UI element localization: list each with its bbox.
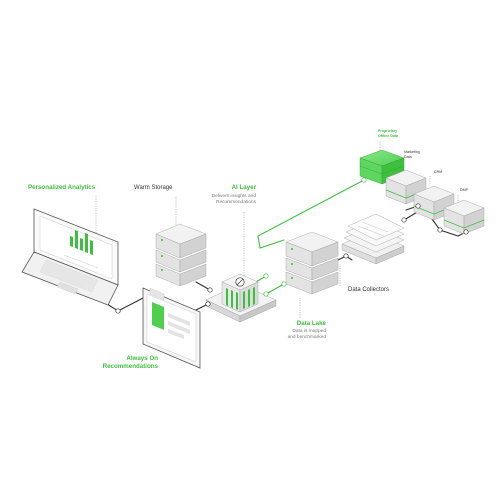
bar-chart-icon xyxy=(70,230,93,255)
laptop-icon xyxy=(21,208,119,306)
label-always-on-1: Always On xyxy=(126,355,158,362)
data-lake-server-stack xyxy=(285,231,339,295)
label-dmp: DMP xyxy=(460,188,468,192)
data-collectors-stack xyxy=(341,213,405,265)
connector-nodes xyxy=(115,177,469,314)
label-ai-layer: AI Layer xyxy=(231,184,256,191)
label-ai-layer-desc-2: Recommendations xyxy=(216,200,256,205)
label-data-lake: Data Lake xyxy=(296,320,326,327)
label-crm: CRM xyxy=(434,170,443,174)
tablet-icon xyxy=(142,287,201,369)
label-proprietary-2: Offline Data xyxy=(378,134,399,138)
ai-badge-icon xyxy=(235,277,245,287)
label-ai-layer-desc-1: Delivers insights and xyxy=(211,194,256,199)
label-marketing-2: Data xyxy=(404,155,412,159)
ai-fins xyxy=(226,287,255,310)
label-data-lake-desc-2: and benchmarked xyxy=(287,335,326,340)
label-personalized-analytics: Personalized Analytics xyxy=(28,184,96,191)
label-warm-storage: Warm Storage xyxy=(134,185,173,191)
label-proprietary-1: Proprietary xyxy=(378,129,398,133)
warm-storage-server-stack xyxy=(155,223,207,287)
ai-layer-cube xyxy=(205,273,277,323)
label-data-lake-desc-1: Data is mapped xyxy=(292,329,326,334)
label-marketing-1: Marketing xyxy=(404,150,420,154)
label-data-collectors: Data Collectors xyxy=(348,287,390,293)
dmp-server xyxy=(443,199,485,235)
label-always-on-2: Recommendations xyxy=(102,363,158,370)
